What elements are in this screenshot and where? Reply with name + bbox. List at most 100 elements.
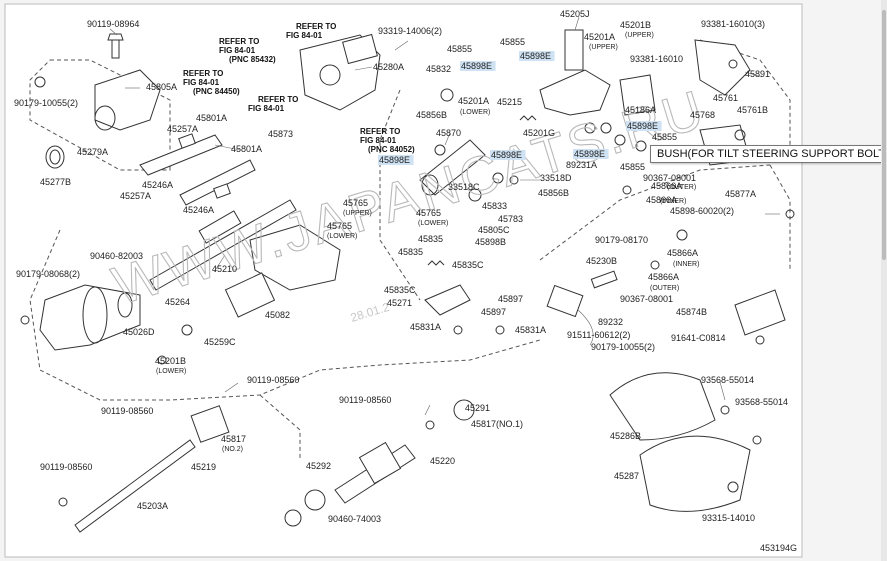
part-number-label[interactable]: 90119-08560 bbox=[40, 462, 92, 472]
part-number-label[interactable]: 45215 bbox=[497, 97, 522, 107]
part-number-label[interactable]: 89231A bbox=[566, 160, 597, 170]
part-number-label[interactable]: 45765 bbox=[416, 208, 441, 218]
part-number-label[interactable]: 45801A bbox=[196, 113, 227, 123]
part-position-note[interactable]: (LOWER) bbox=[460, 109, 490, 116]
part-number-label[interactable]: 45210 bbox=[212, 264, 237, 274]
part-number-label[interactable]: 45835 bbox=[398, 247, 423, 257]
refer-note[interactable]: REFER TO FIG 84-01 bbox=[248, 95, 298, 113]
part-number-label[interactable]: 45082 bbox=[265, 310, 290, 320]
part-number-label[interactable]: 45201A bbox=[458, 96, 489, 106]
part-number-label[interactable]: 45831A bbox=[515, 325, 546, 335]
part-number-label[interactable]: 45765 bbox=[343, 198, 368, 208]
part-number-label[interactable]: 91641-C0814 bbox=[671, 333, 726, 343]
part-number-label[interactable]: 45855 bbox=[652, 132, 677, 142]
part-number-label[interactable]: 45817 bbox=[221, 434, 246, 444]
part-number-label[interactable]: 45832 bbox=[426, 64, 451, 74]
part-number-label[interactable]: 90460-82003 bbox=[90, 251, 143, 261]
part-number-label[interactable]: 45891 bbox=[745, 69, 770, 79]
part-number-label[interactable]: 45856B bbox=[538, 188, 569, 198]
part-number-label[interactable]: 90179-10055(2) bbox=[14, 98, 78, 108]
part-number-label[interactable]: 45897 bbox=[498, 294, 523, 304]
part-position-note[interactable]: (NO.2) bbox=[222, 446, 243, 453]
part-position-note[interactable]: (INNER) bbox=[660, 198, 686, 205]
part-number-label[interactable]: 89232 bbox=[598, 317, 623, 327]
part-number-label[interactable]: 90460-74003 bbox=[328, 514, 381, 524]
part-number-label[interactable]: 45897 bbox=[481, 307, 506, 317]
refer-note[interactable]: REFER TO FIG 84-01 (PNC 85432) bbox=[219, 37, 276, 64]
part-number-label[interactable]: 45257A bbox=[120, 191, 151, 201]
part-number-label[interactable]: 45186A bbox=[625, 105, 656, 115]
part-number-label[interactable]: 45026D bbox=[123, 327, 155, 337]
part-number-label[interactable]: 45817(NO.1) bbox=[471, 419, 523, 429]
part-number-label[interactable]: 45898E bbox=[573, 149, 609, 159]
part-number-label[interactable]: 90119-08560 bbox=[247, 375, 299, 385]
part-number-label[interactable]: 45898B bbox=[475, 237, 506, 247]
part-number-label[interactable]: 45291 bbox=[465, 403, 490, 413]
part-number-label[interactable]: 45286B bbox=[610, 431, 641, 441]
part-number-label[interactable]: 45835C bbox=[384, 285, 416, 295]
part-number-label[interactable]: 45870 bbox=[436, 128, 461, 138]
refer-note[interactable]: REFER TO FIG 84-01 bbox=[286, 22, 336, 40]
part-number-label[interactable]: 45761 bbox=[713, 93, 738, 103]
part-position-note[interactable]: (LOWER) bbox=[418, 220, 448, 227]
part-position-note[interactable]: (INNER) bbox=[673, 261, 699, 268]
part-number-label[interactable]: 45898E bbox=[460, 61, 496, 71]
part-position-note[interactable]: (OUTER) bbox=[667, 184, 696, 191]
part-position-note[interactable]: (OUTER) bbox=[650, 285, 679, 292]
part-number-label[interactable]: 45765 bbox=[327, 221, 352, 231]
scrollbar-thumb[interactable] bbox=[882, 10, 886, 260]
part-number-label[interactable]: 90179-08170 bbox=[595, 235, 648, 245]
part-number-label[interactable]: 45801A bbox=[231, 144, 262, 154]
part-number-label[interactable]: 45277B bbox=[40, 177, 71, 187]
part-number-label[interactable]: 90179-08068(2) bbox=[16, 269, 80, 279]
part-number-label[interactable]: 45201G bbox=[523, 128, 555, 138]
part-number-label[interactable]: 45898E bbox=[626, 121, 662, 131]
part-number-label[interactable]: 45279A bbox=[77, 147, 108, 157]
part-position-note[interactable]: (UPPER) bbox=[625, 32, 654, 39]
part-number-label[interactable]: 90119-08560 bbox=[101, 406, 153, 416]
refer-note[interactable]: REFER TO FIG 84-01 (PNC 84450) bbox=[183, 69, 240, 96]
part-number-label[interactable]: 45898E bbox=[519, 51, 555, 61]
part-number-label[interactable]: 45855 bbox=[620, 162, 645, 172]
part-number-label[interactable]: 45898-60020(2) bbox=[670, 206, 734, 216]
part-number-label[interactable]: 45855 bbox=[500, 37, 525, 47]
part-number-label[interactable]: 45831A bbox=[410, 322, 441, 332]
part-number-label[interactable]: 45866A bbox=[651, 181, 682, 191]
part-number-label[interactable]: 45271 bbox=[387, 298, 412, 308]
part-number-label[interactable]: 45866A bbox=[646, 195, 677, 205]
part-number-label[interactable]: 45280A bbox=[373, 62, 404, 72]
part-number-label[interactable]: 45856B bbox=[416, 110, 447, 120]
part-number-label[interactable]: 90119-08964 bbox=[87, 19, 139, 29]
part-number-label[interactable]: 45220 bbox=[430, 456, 455, 466]
part-number-label[interactable]: 93319-14006(2) bbox=[378, 26, 442, 36]
part-number-label[interactable]: 33518C bbox=[448, 182, 480, 192]
part-number-label[interactable]: 45259C bbox=[204, 337, 236, 347]
part-number-label[interactable]: 91511-60612(2) bbox=[567, 330, 630, 340]
part-number-label[interactable]: 45833 bbox=[482, 201, 507, 211]
vertical-scrollbar[interactable] bbox=[881, 0, 887, 561]
part-number-label[interactable]: 45264 bbox=[165, 297, 190, 307]
part-position-note[interactable]: (LOWER) bbox=[327, 233, 357, 240]
part-number-label[interactable]: 45768 bbox=[690, 110, 715, 120]
part-number-label[interactable]: 45898E bbox=[378, 155, 414, 165]
part-number-label[interactable]: 45805A bbox=[146, 82, 177, 92]
part-number-label[interactable]: 93315-14010 bbox=[702, 513, 755, 523]
part-number-label[interactable]: 45783 bbox=[498, 214, 523, 224]
part-number-label[interactable]: 90367-08001 bbox=[620, 294, 673, 304]
part-position-note[interactable]: (UPPER) bbox=[343, 210, 372, 217]
part-number-label[interactable]: 45201B bbox=[155, 356, 186, 366]
part-number-label[interactable]: 45257A bbox=[167, 124, 198, 134]
part-number-label[interactable]: 45761B bbox=[737, 105, 768, 115]
part-number-label[interactable]: 45835 bbox=[418, 234, 443, 244]
part-number-label[interactable]: 45201B bbox=[620, 20, 651, 30]
part-number-label[interactable]: 45203A bbox=[137, 501, 168, 511]
part-number-label[interactable]: 33518D bbox=[540, 173, 572, 183]
part-number-label[interactable]: 45898E bbox=[490, 150, 526, 160]
part-number-label[interactable]: 45873 bbox=[268, 129, 293, 139]
part-number-label[interactable]: 45874B bbox=[676, 307, 707, 317]
part-number-label[interactable]: 93568-55014 bbox=[735, 397, 788, 407]
part-number-label[interactable]: 90179-10055(2) bbox=[591, 342, 655, 352]
part-number-label[interactable]: 45866A bbox=[648, 272, 679, 282]
part-number-label[interactable]: 90367-08001 bbox=[643, 173, 696, 183]
part-number-label[interactable]: 93381-16010(3) bbox=[701, 19, 765, 29]
